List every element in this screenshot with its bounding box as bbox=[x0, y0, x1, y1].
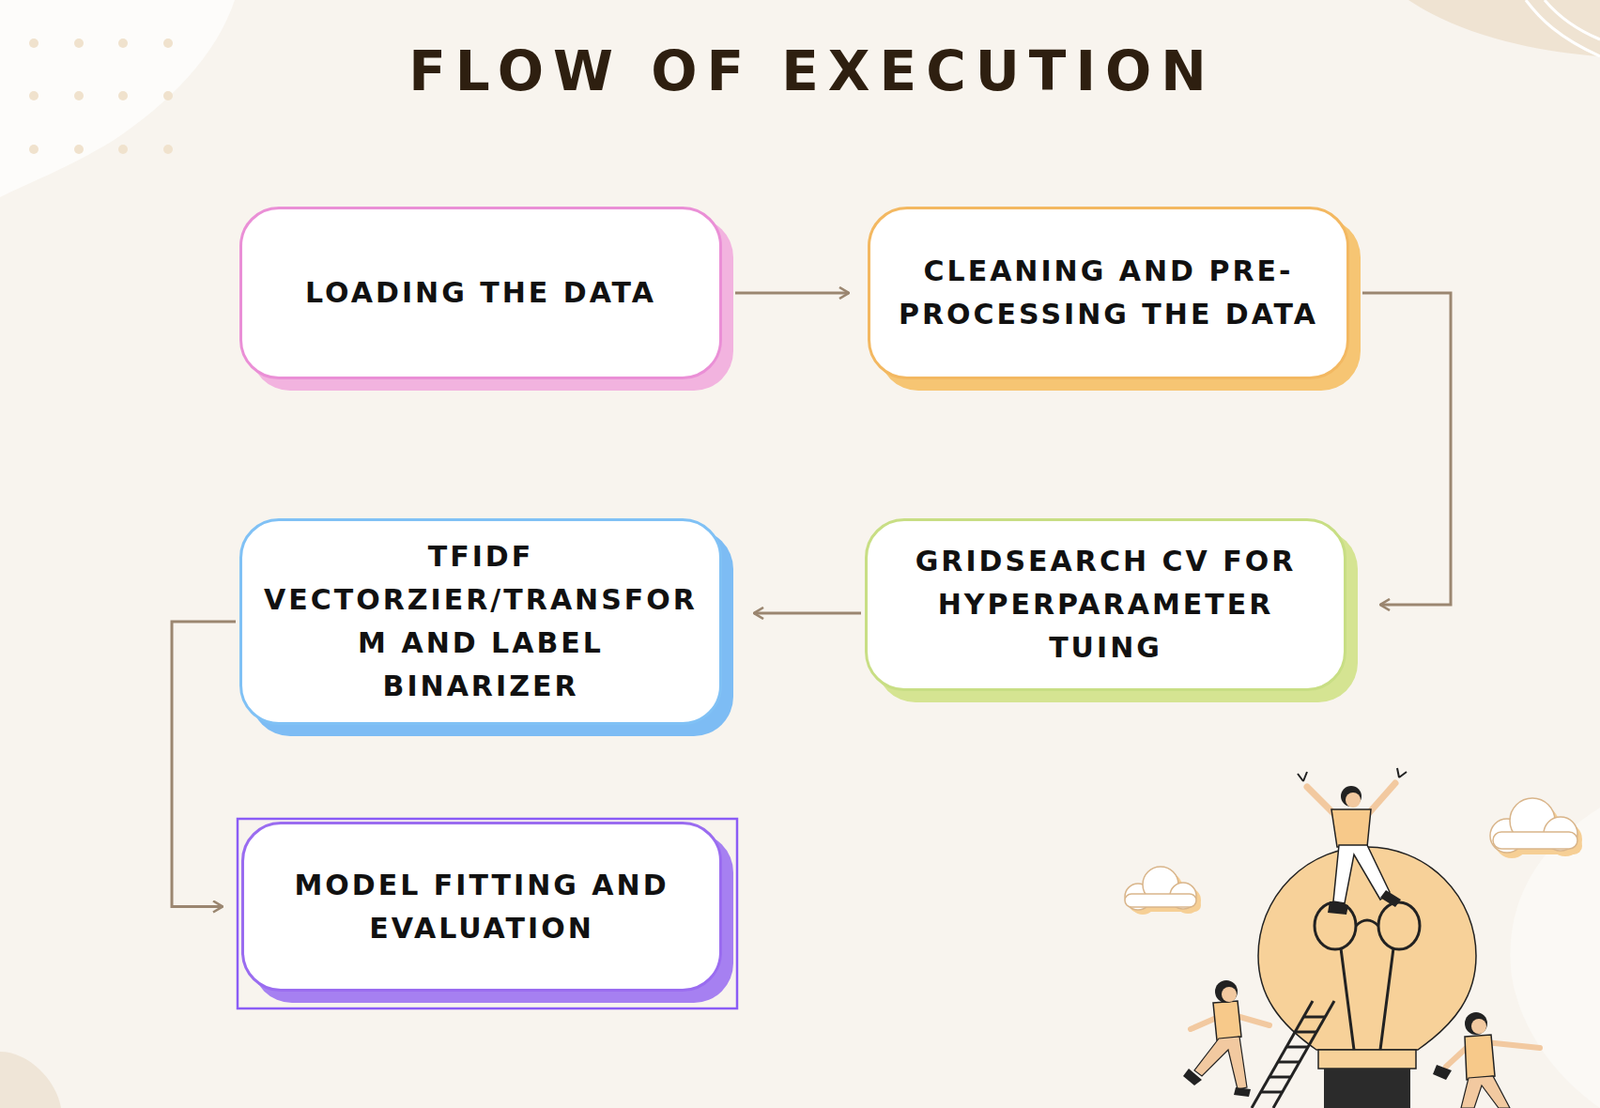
person-figure bbox=[1297, 768, 1407, 915]
dot bbox=[118, 144, 128, 154]
dot bbox=[163, 91, 173, 101]
dot bbox=[29, 38, 39, 48]
person-figure bbox=[1183, 980, 1270, 1097]
ladder bbox=[1261, 1091, 1283, 1094]
dot bbox=[29, 144, 39, 154]
dot bbox=[118, 38, 128, 48]
process-box: MODEL FITTING AND EVALUATION bbox=[241, 821, 723, 992]
dot-grid bbox=[29, 38, 173, 154]
process-box: CLEANING AND PRE-PROCESSING THE DATA bbox=[867, 206, 1350, 380]
corner-blob bbox=[0, 0, 235, 198]
cloud-body bbox=[1490, 798, 1578, 853]
ladder bbox=[1303, 1015, 1325, 1019]
corner-blob bbox=[1408, 0, 1600, 57]
person-figure bbox=[1331, 809, 1371, 847]
bulb-neck bbox=[1318, 1049, 1416, 1069]
person-figure bbox=[1461, 1076, 1510, 1108]
person-figure bbox=[1183, 1068, 1251, 1097]
dot bbox=[163, 144, 173, 154]
person-figure bbox=[1213, 1000, 1242, 1041]
light-bulb bbox=[1258, 846, 1477, 1108]
person-figure bbox=[1340, 785, 1362, 807]
ladder bbox=[1251, 1000, 1335, 1108]
dot bbox=[74, 38, 84, 48]
ladder bbox=[1269, 1076, 1292, 1079]
process-box: TFIDF VECTORZIER/TRANSFORM AND LABEL BIN… bbox=[239, 518, 723, 725]
person-figure bbox=[1194, 1036, 1247, 1090]
flow-arrow bbox=[1362, 292, 1451, 605]
person-figure bbox=[1215, 980, 1238, 1003]
box-label: TFIDF VECTORZIER/TRANSFORM AND LABEL BIN… bbox=[257, 535, 705, 708]
dot bbox=[74, 91, 84, 101]
filament bbox=[1378, 902, 1420, 950]
person-figure bbox=[1297, 768, 1407, 782]
bulb-base bbox=[1323, 1068, 1411, 1108]
flow-arrow bbox=[753, 612, 862, 616]
ladder bbox=[1277, 1061, 1300, 1064]
process-box: GRIDSEARCH CV FOR HYPERPARAMETER TUING bbox=[864, 518, 1347, 692]
person-figure bbox=[1432, 1064, 1452, 1080]
corner-arc bbox=[1544, 0, 1600, 40]
person-figure bbox=[1485, 1042, 1540, 1048]
dot bbox=[29, 91, 39, 101]
flow-arrow bbox=[735, 292, 849, 295]
diagram-title: FLOW OF EXECUTION bbox=[342, 37, 1282, 106]
person-figure bbox=[1432, 1012, 1540, 1108]
ladder bbox=[1294, 1030, 1317, 1034]
cloud-body bbox=[1124, 866, 1197, 910]
cloud bbox=[1124, 866, 1201, 915]
dot bbox=[118, 91, 128, 101]
box-label: LOADING THE DATA bbox=[257, 271, 705, 315]
box-label: MODEL FITTING AND EVALUATION bbox=[259, 863, 705, 951]
person-figure bbox=[1471, 1018, 1487, 1034]
selection-frame bbox=[237, 818, 738, 1009]
dot bbox=[163, 38, 173, 48]
person-figure bbox=[1327, 890, 1401, 915]
corner-blob bbox=[0, 1051, 62, 1108]
cloud-body bbox=[1124, 893, 1197, 908]
cloud-body bbox=[1492, 831, 1578, 849]
dot bbox=[74, 144, 84, 154]
filament bbox=[1340, 920, 1394, 1050]
process-box: LOADING THE DATA bbox=[239, 206, 723, 380]
person-figure bbox=[1464, 1012, 1488, 1035]
person-figure bbox=[1464, 1034, 1495, 1080]
person-figure bbox=[1221, 986, 1237, 1002]
cloud bbox=[1490, 798, 1583, 859]
box-label: CLEANING AND PRE-PROCESSING THE DATA bbox=[885, 249, 1332, 337]
flow-arrow bbox=[171, 621, 236, 908]
box-label: GRIDSEARCH CV FOR HYPERPARAMETER TUING bbox=[882, 539, 1329, 670]
person-figure bbox=[1345, 792, 1361, 808]
ladder bbox=[1286, 1046, 1308, 1049]
corner-arc bbox=[1525, 0, 1600, 57]
person-figure bbox=[1333, 845, 1390, 904]
